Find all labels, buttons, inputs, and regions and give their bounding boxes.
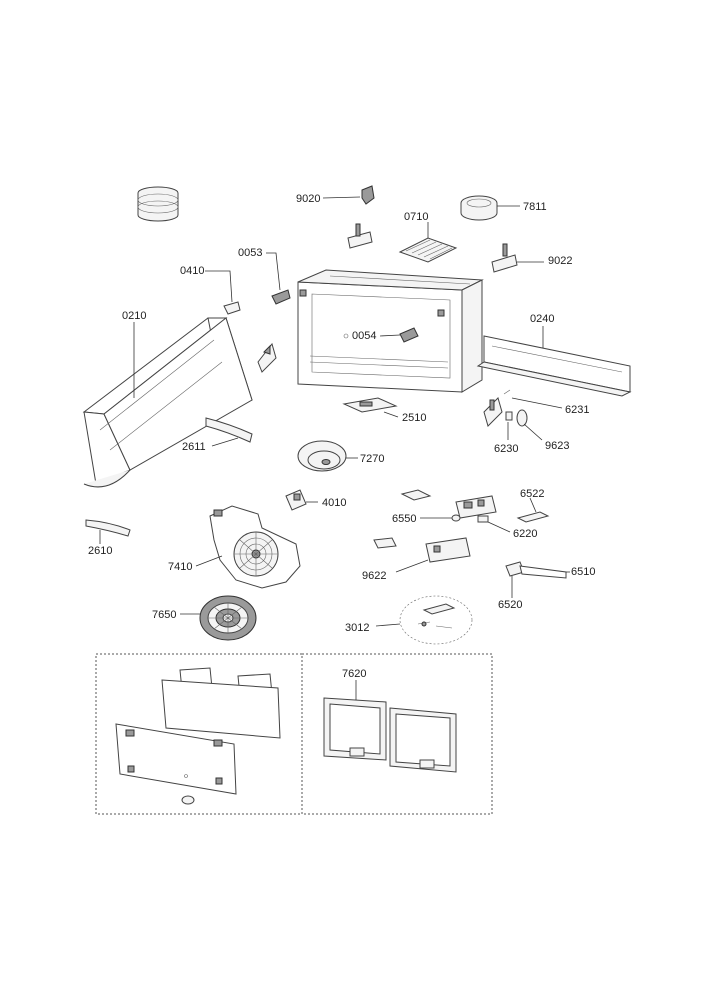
label-0410: 0410 xyxy=(180,265,204,277)
label-9022: 9022 xyxy=(548,255,572,267)
part-6231-group: 6231 6230 9623 xyxy=(483,389,589,455)
label-6510: 6510 xyxy=(571,566,595,578)
part-0710: 0710 xyxy=(398,211,458,263)
part-7410: 7410 xyxy=(168,505,301,589)
label-7650: 7650 xyxy=(152,609,176,621)
part-0410: 0410 xyxy=(180,265,241,315)
part-4010: 4010 xyxy=(285,489,346,511)
part-7620: 7620 xyxy=(323,668,457,773)
label-2610: 2610 xyxy=(88,545,112,557)
part-9022: 9022 xyxy=(491,243,572,273)
label-6230: 6230 xyxy=(494,443,518,455)
label-6520: 6520 xyxy=(498,599,522,611)
part-7270: 7270 xyxy=(297,440,384,472)
bracket-left xyxy=(347,223,373,249)
label-7811: 7811 xyxy=(523,201,547,213)
part-7650: 7650 xyxy=(152,595,257,641)
label-9623: 9623 xyxy=(545,440,569,452)
label-3012: 3012 xyxy=(345,622,369,634)
part-6510-lamp: 6510 6520 xyxy=(498,561,595,611)
main-housing: 0054 xyxy=(297,269,484,393)
label-4010: 4010 xyxy=(322,497,346,509)
part-2610: 2610 xyxy=(85,519,131,557)
label-6550: 6550 xyxy=(392,513,416,525)
label-6231: 6231 xyxy=(565,404,589,416)
label-9020: 9020 xyxy=(296,193,320,205)
label-7410: 7410 xyxy=(168,561,192,573)
part-7811: 7811 xyxy=(460,195,547,221)
label-0210: 0210 xyxy=(122,310,146,322)
panel-kit-parts xyxy=(115,667,281,805)
part-2510: 2510 xyxy=(342,397,426,424)
label-6220: 6220 xyxy=(513,528,537,540)
part-9623-cover xyxy=(516,409,528,427)
part-9020: 9020 xyxy=(296,185,375,205)
duct-collar-part xyxy=(137,186,179,222)
label-2510: 2510 xyxy=(402,412,426,424)
label-7270: 7270 xyxy=(360,453,384,465)
label-7620: 7620 xyxy=(342,668,366,680)
label-6522: 6522 xyxy=(520,488,544,500)
part-0210: 0210 xyxy=(82,310,253,488)
label-0710: 0710 xyxy=(404,211,428,223)
control-board-group: 6550 6220 6522 xyxy=(392,488,550,540)
part-3012: 3012 xyxy=(345,595,473,645)
label-0053: 0053 xyxy=(238,247,262,259)
part-0053: 0053 xyxy=(238,247,291,305)
label-9622: 9622 xyxy=(362,570,386,582)
part-2611: 2611 xyxy=(182,417,253,453)
label-0240: 0240 xyxy=(530,313,554,325)
label-0054: 0054 xyxy=(352,330,376,342)
part-6230-switch xyxy=(505,411,513,421)
bracket-side xyxy=(257,342,277,373)
label-2611: 2611 xyxy=(182,441,206,453)
filter-kit-box xyxy=(301,653,493,815)
part-0240: 0240 xyxy=(476,313,632,397)
part-9622: 9622 xyxy=(362,537,471,582)
